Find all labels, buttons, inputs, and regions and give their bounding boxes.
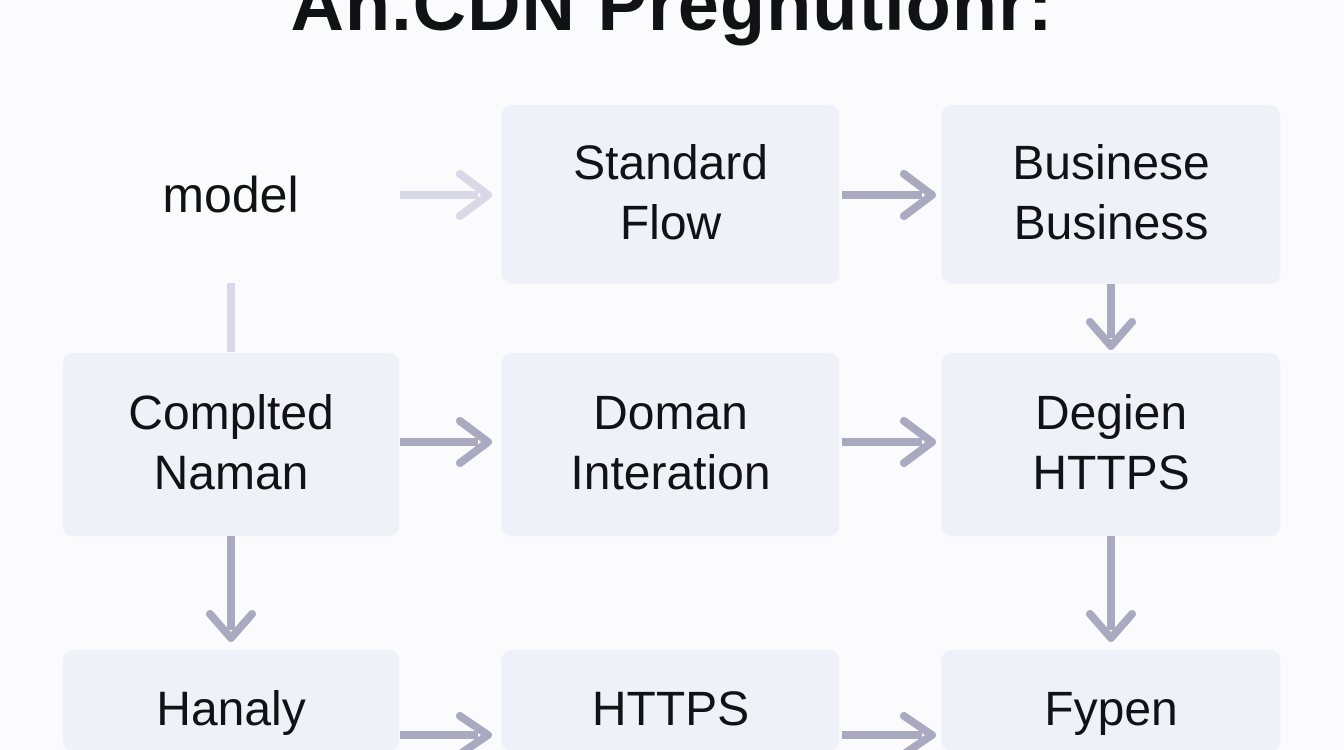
connector-standard-flow-to-business <box>842 170 936 220</box>
node-standard-flow: Standard Flow <box>502 105 839 283</box>
arrow-down-icon <box>1086 610 1136 642</box>
arrow-down-icon <box>206 610 256 642</box>
connector-https-to-fypen <box>842 712 936 750</box>
arrow-down-icon <box>1086 318 1136 350</box>
arrow-right-icon <box>456 712 492 750</box>
connector-hanaly-to-https <box>400 712 492 750</box>
node-label: Flow <box>619 197 722 250</box>
node-label: Complted <box>128 387 334 440</box>
connector-business-to-degien-https <box>1086 284 1136 350</box>
node-label: Hanaly <box>156 683 306 736</box>
connector-completed-naman-to-domain-interation <box>400 417 492 467</box>
node-degien-https: Degien HTTPS <box>942 353 1280 535</box>
node-label: model <box>162 167 299 223</box>
node-label: Fypen <box>1044 683 1178 736</box>
node-label: HTTPS <box>1032 447 1190 500</box>
node-model: model <box>62 105 399 285</box>
node-business: Businese Business <box>942 105 1280 283</box>
node-https: HTTPS <box>502 650 839 750</box>
node-label: Standard <box>573 137 768 190</box>
node-label: Interation <box>570 447 771 500</box>
node-label: Degien <box>1034 387 1188 440</box>
node-label: Businese <box>1012 137 1210 190</box>
node-domain-interation: Doman Interation <box>502 353 839 535</box>
node-label: HTTPS <box>591 683 750 736</box>
node-fypen: Fypen <box>942 650 1280 750</box>
node-label: Doman <box>593 387 748 440</box>
diagram-title: An.CDN Pregnutionr: <box>290 0 1054 46</box>
arrow-right-icon <box>456 417 492 467</box>
connector-completed-naman-to-hanaly <box>206 536 256 642</box>
connector-domain-interation-to-degien-https <box>842 417 936 467</box>
arrow-right-icon <box>900 170 936 220</box>
arrow-right-icon <box>900 712 936 750</box>
arrow-right-icon <box>900 417 936 467</box>
node-hanaly: Hanaly <box>63 650 399 750</box>
arrow-right-icon <box>456 170 492 220</box>
connector-model-to-standard-flow <box>400 170 492 220</box>
node-label: Business <box>1013 197 1209 250</box>
connector-degien-https-to-fypen <box>1086 536 1136 642</box>
node-label: Naman <box>153 447 309 500</box>
node-completed-naman: Complted Naman <box>63 353 399 535</box>
